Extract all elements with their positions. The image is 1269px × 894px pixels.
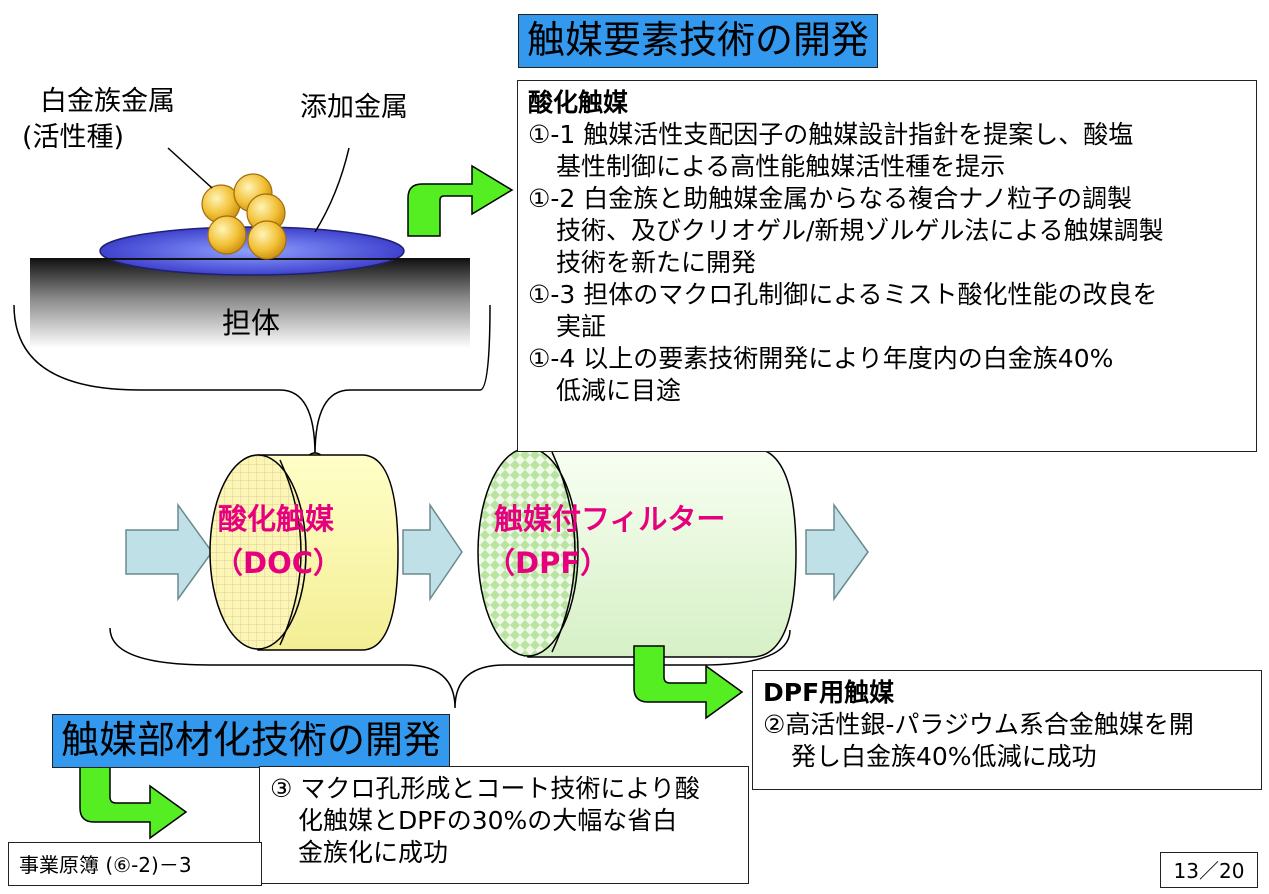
platinum-group-label: 白金族金属 <box>40 86 175 117</box>
active-species-label: (活性種) <box>22 122 125 153</box>
oxidation-line-3: ①-2 白金族と助触媒金属からなる複合ナノ粒子の調製 <box>528 184 1133 213</box>
lower-bracket <box>109 627 791 709</box>
oxidation-line-8: ①-4 以上の要素技術開発により年度内の白金族40% <box>528 344 1114 373</box>
oxidation-line-4: 技術、及びクリオゲル/新規ゾルゲル法による触媒調製 <box>556 216 1164 245</box>
member-line-1: ③ マクロ孔形成とコート技術により酸 <box>270 774 700 803</box>
doc-cylinder <box>209 454 399 651</box>
doc-label-line2: （DOC） <box>214 546 343 580</box>
oxidation-line-1: ①-1 触媒活性支配因子の触媒設計指針を提案し、酸塩 <box>528 120 1134 149</box>
oxidation-line-6: ①-3 担体のマクロ孔制御によるミスト酸化性能の改良を <box>528 280 1158 309</box>
dpf-cylinder <box>477 447 797 658</box>
oxidation-line-9: 低減に目途 <box>556 376 682 405</box>
additive-leader-line <box>314 147 350 233</box>
upper-bracket <box>13 304 491 456</box>
platinum-leader-line <box>167 147 213 189</box>
oxidation-line-7: 実証 <box>556 312 607 341</box>
flow-arrows <box>125 502 869 602</box>
member-line-2: 化触媒とDPFの30%の大幅な省白 <box>298 806 678 835</box>
oxidation-catalyst-box: 酸化触媒 ①-1 触媒活性支配因子の触媒設計指針を提案し、酸塩 基性制御による高… <box>517 80 1257 452</box>
platinum-particles <box>201 173 287 260</box>
dpf-box-line-2: 発し白金族40%低減に成功 <box>791 742 1097 771</box>
oxidation-box-heading: 酸化触媒 <box>528 88 629 117</box>
page-number-box: 13／20 <box>1160 852 1258 888</box>
member-line-3: 金族化に成功 <box>298 838 449 867</box>
doc-label-line1: 酸化触媒 <box>218 502 335 536</box>
bottom-title: 触媒部材化技術の開発 <box>52 714 451 768</box>
source-reference: 事業原簿 (⑥-2)－3 <box>19 853 192 877</box>
dpf-box-heading: DPF用触媒 <box>763 678 895 707</box>
dpf-catalyst-box: DPF用触媒 ②高活性銀-パラジウム系合金触媒を開 発し白金族40%低減に成功 <box>752 670 1262 790</box>
oxidation-line-5: 技術を新たに開発 <box>556 248 757 277</box>
plate-top-edge <box>30 258 470 260</box>
green-arrows <box>79 164 744 840</box>
dpf-box-line-1: ②高活性銀-パラジウム系合金触媒を開 <box>763 710 1194 739</box>
top-title: 触媒要素技術の開発 <box>518 14 879 68</box>
source-reference-box: 事業原簿 (⑥-2)－3 <box>8 842 262 886</box>
support-label: 担体 <box>222 306 281 340</box>
dpf-label-line2: （DPF） <box>486 546 610 580</box>
member-technology-box: ③ マクロ孔形成とコート技術により酸 化触媒とDPFの30%の大幅な省白 金族化… <box>259 766 749 884</box>
page-number: 13／20 <box>1173 859 1245 883</box>
additive-metal-label: 添加金属 <box>300 92 408 123</box>
dpf-label-line1: 触媒付フィルター <box>494 502 726 536</box>
oxidation-line-2: 基性制御による高性能触媒活性種を提示 <box>556 152 1006 181</box>
